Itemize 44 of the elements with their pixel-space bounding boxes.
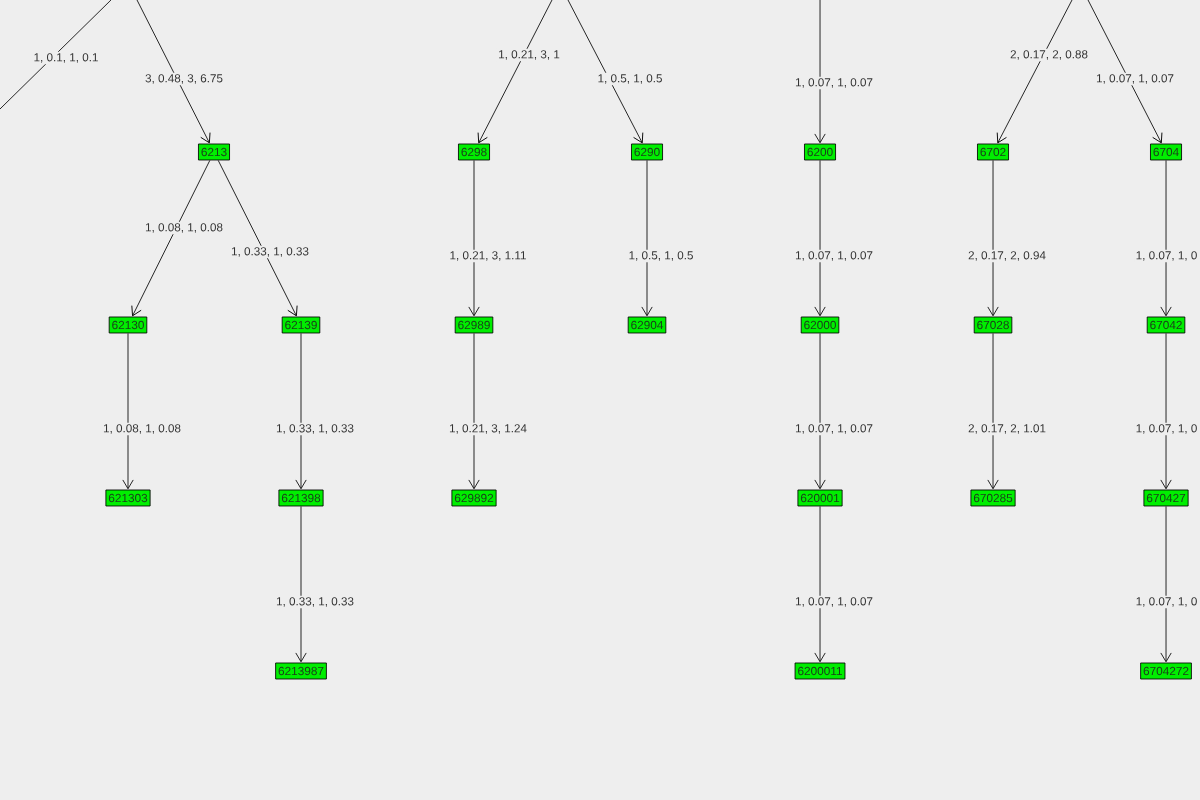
arrow bbox=[1160, 160, 1172, 317]
node-box: 62000 bbox=[800, 316, 840, 334]
arrow bbox=[987, 160, 999, 317]
arrow bbox=[996, 0, 1073, 144]
node-box: 6213987 bbox=[275, 662, 327, 680]
node-box: 62130 bbox=[108, 316, 148, 334]
arrow bbox=[477, 0, 553, 144]
arrow bbox=[987, 333, 999, 490]
arrow bbox=[567, 0, 644, 144]
node-box: 6704272 bbox=[1140, 662, 1192, 680]
node-box: 670427 bbox=[1143, 489, 1189, 507]
arrow bbox=[131, 160, 211, 317]
arrow bbox=[641, 160, 653, 317]
node-box: 67028 bbox=[973, 316, 1013, 334]
node-box: 6200 bbox=[804, 143, 836, 161]
arrow bbox=[814, 333, 826, 490]
node-box: 6290 bbox=[631, 143, 663, 161]
node-box: 62904 bbox=[627, 316, 667, 334]
arrow bbox=[814, 160, 826, 317]
node-box: 62139 bbox=[281, 316, 321, 334]
node-box: 670285 bbox=[970, 489, 1016, 507]
node-box: 6704 bbox=[1150, 143, 1182, 161]
arrow bbox=[295, 333, 307, 490]
node-box: 6200011 bbox=[794, 662, 846, 680]
arrow bbox=[217, 160, 298, 317]
arrow bbox=[136, 0, 211, 144]
arrow bbox=[1160, 506, 1172, 663]
node-box: 67042 bbox=[1146, 316, 1186, 334]
arrow bbox=[1087, 0, 1163, 144]
node-box: 6213 bbox=[198, 143, 230, 161]
node-box: 6298 bbox=[458, 143, 490, 161]
arrow bbox=[122, 333, 134, 490]
node-box: 629892 bbox=[451, 489, 497, 507]
arrow bbox=[814, 506, 826, 663]
arrow bbox=[468, 333, 480, 490]
arrow bbox=[468, 160, 480, 317]
node-box: 621398 bbox=[278, 489, 324, 507]
node-box: 621303 bbox=[105, 489, 151, 507]
arrow bbox=[295, 506, 307, 663]
node-box: 62989 bbox=[454, 316, 494, 334]
node-box: 620001 bbox=[797, 489, 843, 507]
arrow bbox=[1160, 333, 1172, 490]
arrow bbox=[814, 0, 826, 144]
node-box: 6702 bbox=[977, 143, 1009, 161]
